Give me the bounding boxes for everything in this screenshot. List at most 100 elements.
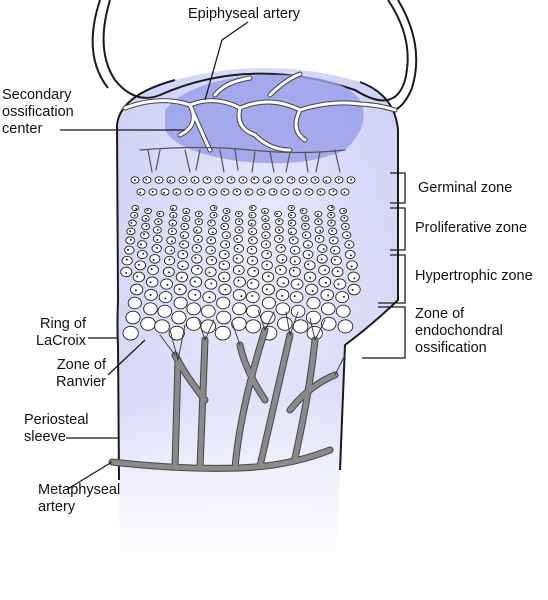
chondrocyte-nucleus xyxy=(325,179,328,182)
chondrocyte-nucleus xyxy=(278,237,281,240)
chondrocyte-nucleus xyxy=(152,258,155,261)
chondrocyte-nucleus xyxy=(295,191,298,194)
chondrocyte-nucleus xyxy=(267,179,270,182)
chondrocyte-nucleus xyxy=(182,235,185,238)
chondrocyte-nucleus xyxy=(156,246,159,249)
chondrocyte xyxy=(137,240,148,249)
chondrocyte xyxy=(322,176,332,184)
chondrocyte xyxy=(289,291,304,304)
chondrocyte-nucleus xyxy=(222,277,225,280)
chondrocyte-nucleus xyxy=(330,229,333,232)
chondrocyte-nucleus xyxy=(319,229,322,232)
chondrocyte-nucleus xyxy=(125,258,128,261)
chondrocyte xyxy=(261,271,275,283)
chondrocyte-nucleus xyxy=(134,289,137,292)
chondrocyte-nucleus xyxy=(290,214,293,217)
chondrocyte xyxy=(132,271,145,283)
chondrocyte xyxy=(179,231,190,240)
chondrocyte-nucleus xyxy=(142,233,145,236)
metaphyseal-vessels xyxy=(108,309,346,472)
chondrocyte-nucleus xyxy=(277,219,280,222)
chondrocyte xyxy=(261,283,275,296)
chondrocyte-nucleus xyxy=(250,238,253,241)
chondrocyte xyxy=(302,249,314,260)
chondrocyte xyxy=(320,288,335,301)
chondrocyte xyxy=(301,231,312,240)
chondrocyte xyxy=(221,231,231,240)
chondrocyte-nucleus xyxy=(129,238,132,241)
chondrocyte-nucleus xyxy=(157,179,160,182)
chondrocyte-nucleus xyxy=(332,190,335,193)
chondrocyte xyxy=(163,255,176,266)
chondrocyte-nucleus xyxy=(146,209,149,212)
chondrocyte-nucleus xyxy=(197,212,200,215)
chondrocyte xyxy=(288,266,301,278)
chondrocyte xyxy=(232,302,247,316)
chondrocyte-nucleus xyxy=(178,288,181,291)
chondrocyte-nucleus xyxy=(250,222,253,225)
leader-zone-of-ranvier xyxy=(107,339,146,376)
chondrocyte xyxy=(292,319,309,334)
chondrocyte xyxy=(247,266,260,278)
chondrocyte-nucleus xyxy=(171,230,174,233)
chondrocyte-nucleus xyxy=(324,269,327,272)
chondrocyte-nucleus xyxy=(251,259,254,262)
chondrocyte-nucleus xyxy=(162,191,165,194)
chondrocyte xyxy=(218,260,231,271)
chondrocyte-nucleus xyxy=(293,260,296,263)
chondrocyte-nucleus xyxy=(197,220,200,223)
chondrocyte-nucleus xyxy=(149,294,152,297)
label-zone-of-endochondral-ossification: Zone of endochondral ossification xyxy=(415,306,503,356)
chondrocyte xyxy=(157,304,173,318)
bracket-germinal-zone xyxy=(390,172,406,204)
chondrocyte-nucleus xyxy=(197,267,200,270)
chondrocyte xyxy=(344,249,356,260)
chondrocyte-nucleus xyxy=(125,271,128,274)
chondrocyte xyxy=(335,291,350,304)
chondrocyte-nucleus xyxy=(301,209,304,212)
chondrocyte-nucleus xyxy=(149,281,152,284)
chondrocyte xyxy=(275,244,286,253)
chondrocyte-nucleus xyxy=(206,178,209,181)
chondrocyte xyxy=(233,234,243,243)
epiphyseal-vessels xyxy=(122,71,398,173)
label-metaphyseal-artery: Metaphyseal artery xyxy=(38,482,121,515)
label-ring-of-lacroix: Ring of LaCroix xyxy=(36,316,86,349)
label-secondary-ossification-center: Secondary ossification center xyxy=(2,87,74,137)
chondrocyte xyxy=(305,310,321,325)
chondrocyte-nucleus xyxy=(281,258,284,261)
chondrocyte-nucleus xyxy=(281,294,284,297)
chondrocyte xyxy=(190,264,203,276)
chondrocyte xyxy=(122,325,139,341)
chondrocyte xyxy=(152,234,163,243)
chondrocyte-nucleus xyxy=(308,253,311,256)
chondrocyte xyxy=(179,240,190,249)
chondrocyte-nucleus xyxy=(182,252,185,255)
chondrocyte-nucleus xyxy=(327,294,330,297)
chondrocyte-nucleus xyxy=(317,220,320,223)
chondrocyte xyxy=(327,205,335,211)
chondrocyte-nucleus xyxy=(275,212,278,215)
chondrocyte-nucleus xyxy=(210,282,213,285)
chondrocyte xyxy=(246,304,261,318)
chondrocyte xyxy=(220,240,231,249)
chondrocyte-nucleus xyxy=(330,206,333,209)
chondrocyte-nucleus xyxy=(170,249,173,252)
chondrocyte-nucleus xyxy=(210,249,213,252)
chondrocyte-nucleus xyxy=(251,294,254,297)
chondrocyte xyxy=(127,296,142,310)
chondrocyte xyxy=(304,260,316,271)
chondrocyte-nucleus xyxy=(250,214,253,217)
chondrocyte-nucleus xyxy=(246,190,249,193)
chondrocyte xyxy=(186,302,201,316)
chondrocyte xyxy=(233,244,245,253)
chondrocyte xyxy=(346,260,358,271)
chondrocyte-nucleus xyxy=(330,214,333,217)
chondrocyte xyxy=(250,176,260,184)
chondrocyte-nucleus xyxy=(301,179,304,182)
chondrocyte xyxy=(218,249,230,260)
label-periosteal-sleeve: Periosteal sleeve xyxy=(24,412,89,445)
chondrocyte-nucleus xyxy=(264,234,267,237)
chondrocyte-nucleus xyxy=(263,210,266,213)
chondrocyte xyxy=(214,325,231,341)
